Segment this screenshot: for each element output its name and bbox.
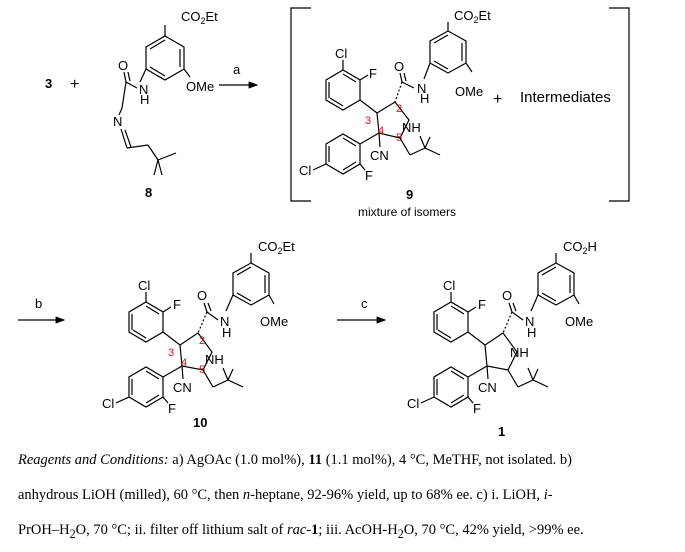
left-bracket (290, 7, 311, 202)
n-label: N (220, 314, 229, 329)
compound-10-label: 10 (193, 415, 207, 430)
plus-sign: + (493, 91, 502, 108)
f-label: F (369, 66, 377, 81)
caption-subscript: 2 (397, 526, 404, 541)
compound-9-structure: CO2Et OMe + Intermediates N H O 2 3 4 5 … (299, 8, 611, 219)
cl-label: Cl (138, 278, 150, 293)
co2et-label: CO2Et (258, 239, 295, 256)
caption-text: ; iii. AcOH-H (318, 522, 398, 538)
caption-line-1: Reagents and Conditions: a) AgOAc (1.0 m… (18, 452, 673, 469)
plus-sign: + (70, 76, 79, 93)
caption-text: (1.1 mol%), 4 °C, MeTHF, not isolated. b… (322, 452, 572, 468)
caption-text: O, 70 °C; ii. filter off lithium salt of (75, 522, 287, 538)
cn-label: CN (478, 380, 497, 395)
locant-3: 3 (365, 115, 371, 127)
co2et-label: CO2Et (454, 8, 491, 25)
compound-1-structure: CO2H OMe N H O NH CN Cl F Cl (407, 239, 597, 439)
o-label: O (118, 58, 128, 73)
caption-compound-ref: 1 (311, 522, 319, 538)
cl-label: Cl (443, 278, 455, 293)
co2et-label: CO2Et (181, 9, 218, 26)
locant-5: 5 (396, 132, 402, 144)
compound-9-label: 9 (406, 187, 413, 202)
f-label: F (173, 297, 181, 312)
ome-label: OMe (186, 79, 214, 94)
h-label: H (527, 325, 536, 340)
o-label: O (502, 288, 512, 303)
arrow-label-b: b (35, 296, 42, 311)
compound-10-structure: CO2Et OMe N H O 2 3 4 5 NH CN Cl F (102, 239, 295, 430)
locant-5: 5 (199, 364, 205, 376)
compound-8-structure: CO2Et OMe N H O N 8 (113, 9, 218, 200)
caption-subscript: 2 (69, 526, 76, 541)
caption-compound-ref: 11 (308, 452, 323, 468)
h-label: H (140, 92, 149, 107)
caption-text: anhydrous LiOH (milled), 60 °C, then (18, 487, 243, 503)
locant-4: 4 (378, 125, 384, 137)
caption-text: - (306, 522, 312, 538)
cn-label: CN (173, 380, 192, 395)
locant-2: 2 (199, 335, 205, 347)
compound-3-label: 3 (45, 76, 52, 91)
h-label: H (420, 91, 429, 106)
arrow-label-a: a (233, 62, 241, 77)
caption-lead: Reagents and Conditions: (18, 452, 169, 468)
ome-label: OMe (455, 84, 483, 99)
nh-label: NH (205, 352, 224, 367)
cl-label: Cl (102, 396, 114, 411)
right-bracket (609, 7, 630, 202)
co2h-label: CO2H (563, 239, 597, 256)
o-label: O (394, 59, 404, 74)
caption-line-2: anhydrous LiOH (milled), 60 °C, then n-h… (18, 487, 673, 504)
caption-italic: n (242, 487, 251, 503)
locant-4: 4 (181, 357, 187, 369)
n-label: N (417, 81, 426, 96)
mixture-of-isomers-note: mixture of isomers (358, 205, 456, 219)
h-label: H (222, 325, 231, 340)
compound-8-label: 8 (145, 185, 152, 200)
o-label: O (197, 288, 207, 303)
n-label: N (525, 314, 534, 329)
f-label: F (168, 401, 176, 416)
caption-italic: rac (286, 522, 307, 538)
compound-1-label: 1 (498, 424, 505, 439)
cl-label: Cl (407, 396, 419, 411)
f-label: F (478, 297, 486, 312)
n-label: N (113, 114, 122, 129)
intermediates-label: Intermediates (520, 89, 611, 106)
ome-label: OMe (565, 314, 593, 329)
caption-italic: i- (543, 487, 553, 503)
cl-label: Cl (335, 46, 347, 61)
locant-3: 3 (168, 347, 174, 359)
n-label: N (139, 82, 148, 97)
nh-label: NH (402, 120, 421, 135)
caption-text: a) AgOAc (1.0 mol%), (168, 452, 309, 468)
nh-label: NH (510, 345, 529, 360)
ome-label: OMe (260, 314, 288, 329)
locant-2: 2 (396, 103, 402, 115)
cn-label: CN (370, 148, 389, 163)
f-label: F (365, 168, 373, 183)
cl-label: Cl (299, 163, 311, 178)
caption-line-3: PrOH–H2O, 70 °C; ii. filter off lithium … (18, 522, 673, 542)
f-label: F (473, 401, 481, 416)
caption-text: PrOH–H (18, 522, 70, 538)
arrow-label-c: c (361, 296, 368, 311)
caption-text: O, 70 °C, 42% yield, >99% ee. (403, 522, 584, 538)
caption-text: -heptane, 92-96% yield, up to 68% ee. c)… (250, 487, 544, 503)
